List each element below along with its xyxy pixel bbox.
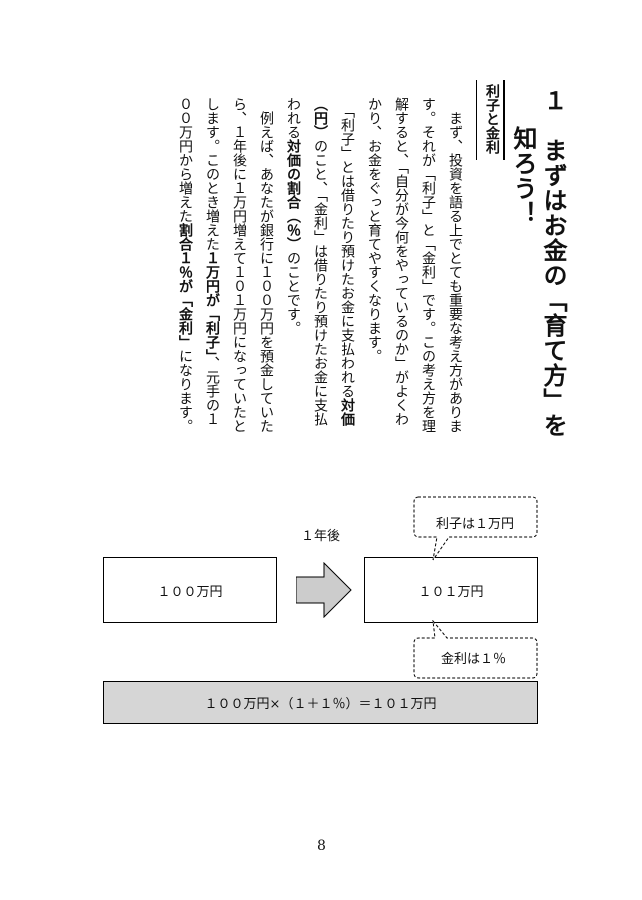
rate-callout-bubble <box>413 620 538 679</box>
formula-box: １００万円×（１＋１％）＝１０１万円 <box>103 681 538 724</box>
chapter-title-line1: １ まずはお金の「育て方」を <box>539 88 567 438</box>
body-line: ら、１年後に１万円増えて１０１万円になっていたと <box>231 97 247 433</box>
body-line: す。それが「利子」と「金利」です。この考え方を理 <box>420 97 436 433</box>
body-run: 、元手の１ <box>204 356 220 426</box>
subheading-rule-left <box>476 80 477 160</box>
body-run: ら、１年後に１万円増えて１０１万円になっていたと <box>231 97 247 433</box>
body-line: 解すると、「自分が今何をやっているのか」がよくわ <box>393 97 409 426</box>
initial-amount-box: １００万円 <box>103 557 277 623</box>
interest-callout-text: 利子は１万円 <box>436 517 515 532</box>
formula-text: １００万円×（１＋１％）＝１０１万円 <box>204 697 437 712</box>
body-run: まず、投資を語る上でとても重要な考え方がありま <box>447 97 463 433</box>
body-emphasis: 対価 <box>339 398 355 426</box>
initial-amount-text: １００万円 <box>157 584 223 600</box>
body-line: かり、お金をぐっと育てやすくなります。 <box>366 97 382 363</box>
body-line: われる対価の割合（％）のことです。 <box>285 97 301 335</box>
body-run: 解すると、「自分が今何をやっているのか」がよくわ <box>393 97 409 426</box>
final-amount-text: １０１万円 <box>418 584 484 600</box>
body-line: 「利子」とは借りたり預けたお金に支払われる対価 <box>339 97 355 426</box>
rate-callout-text: 金利は１％ <box>441 652 507 667</box>
body-run: 例えば、あなたが銀行に１００万円を預金していた <box>258 97 274 433</box>
subheading-rule-right <box>503 80 505 160</box>
body-emphasis: １万円が「利子」 <box>204 251 220 356</box>
body-run: ００万円から増えた <box>177 97 193 223</box>
one-year-later-label: １年後 <box>301 529 341 544</box>
body-run: す。それが「利子」と「金利」です。この考え方を理 <box>420 97 436 433</box>
interest-callout-bubble <box>413 496 538 561</box>
body-run: われる <box>285 97 301 139</box>
body-line: します。このとき増えた１万円が「利子」、元手の１ <box>204 97 220 426</box>
arrow-right-icon <box>296 562 352 618</box>
body-run: 「利子」とは借りたり預けたお金に支払われる <box>339 97 355 398</box>
body-emphasis: 割合１％が「金利」 <box>177 223 193 349</box>
body-run: のこと、「金利」は借りたり預けたお金に支払 <box>312 139 328 426</box>
body-run: になります。 <box>177 349 193 433</box>
body-emphasis: 対価の割合（％） <box>285 139 301 251</box>
body-run: します。このとき増えた <box>204 97 220 251</box>
body-line: まず、投資を語る上でとても重要な考え方がありま <box>447 97 463 433</box>
body-line: （円）のこと、「金利」は借りたり預けたお金に支払 <box>312 97 328 426</box>
final-amount-box: １０１万円 <box>364 557 538 623</box>
body-line: ００万円から増えた割合１％が「金利」になります。 <box>177 97 193 433</box>
body-emphasis: （円） <box>312 97 328 139</box>
section-subheading: 利子と金利 <box>484 84 500 154</box>
body-run: かり、お金をぐっと育てやすくなります。 <box>366 97 382 363</box>
page-number: 8 <box>317 838 326 854</box>
body-line: 例えば、あなたが銀行に１００万円を預金していた <box>258 97 274 433</box>
chapter-title-line2: 知ろう！ <box>509 126 537 226</box>
body-run: のことです。 <box>285 251 301 335</box>
